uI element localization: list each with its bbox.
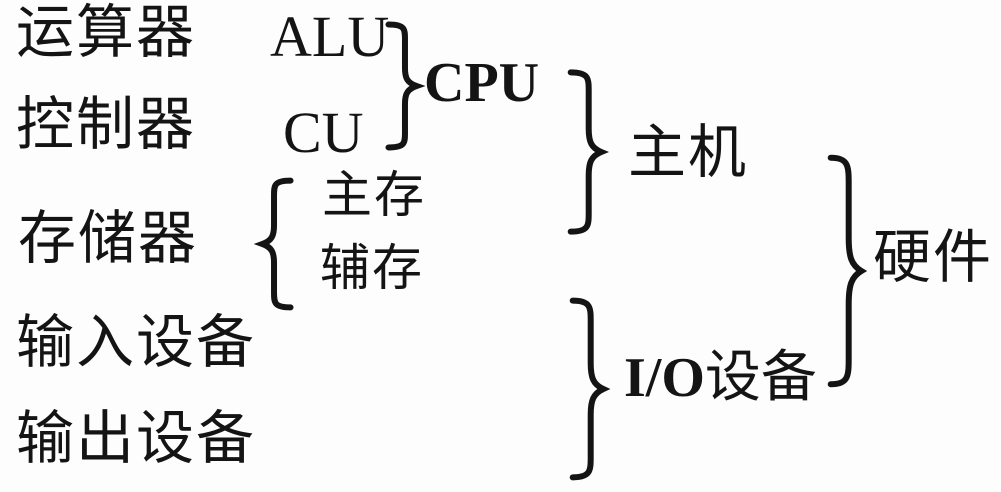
label-control-unit: 控制器 xyxy=(16,92,197,157)
label-cpu: CPU xyxy=(424,52,540,114)
label-main-memory: 主存 xyxy=(322,167,426,223)
label-arithmetic-unit: 运算器 xyxy=(16,0,197,65)
label-input-device: 输入设备 xyxy=(16,310,257,375)
label-auxiliary-memory: 辅存 xyxy=(320,240,424,296)
label-cu-abbr: CU xyxy=(283,100,364,165)
label-io-device: I/O设备 xyxy=(624,350,817,406)
host-brace-icon xyxy=(568,69,604,235)
hardware-brace-icon xyxy=(828,153,864,389)
label-alu-abbr: ALU xyxy=(270,4,390,69)
memory-brace-icon xyxy=(260,178,293,310)
cpu-brace-icon xyxy=(386,22,419,150)
label-io-suffix: 设备 xyxy=(704,347,817,409)
label-output-device: 输出设备 xyxy=(16,406,257,471)
label-io-prefix: I/O xyxy=(624,347,705,409)
label-hardware: 硬件 xyxy=(873,225,994,290)
io-brace-icon xyxy=(570,297,606,481)
label-memory: 存储器 xyxy=(18,206,199,271)
label-host: 主机 xyxy=(628,120,749,185)
